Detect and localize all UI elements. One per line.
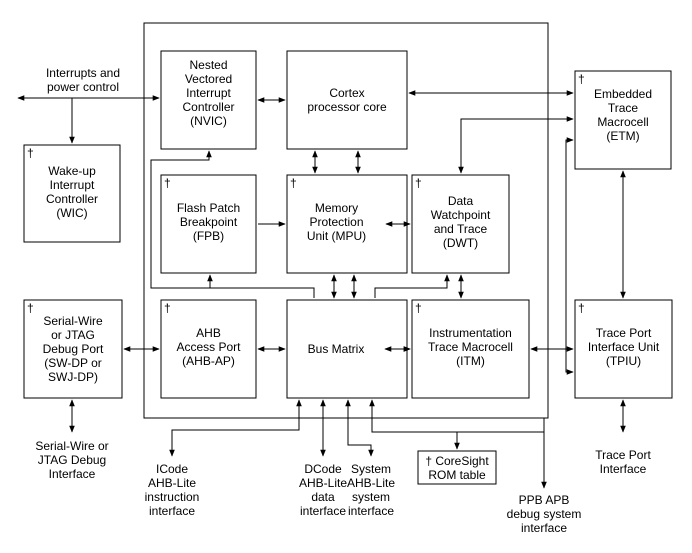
dwt-dagger: † bbox=[415, 176, 422, 190]
mpu-dagger: † bbox=[290, 176, 297, 190]
itm-box bbox=[411, 299, 530, 399]
fpb-box bbox=[160, 174, 257, 274]
swdp-box bbox=[23, 299, 123, 399]
rom-table-box bbox=[417, 450, 497, 485]
tpiu-dagger: † bbox=[578, 301, 585, 315]
dwt-etm-link bbox=[458, 116, 574, 174]
itm-dagger: † bbox=[415, 301, 422, 315]
bus-dwt-link bbox=[374, 274, 450, 298]
ahbap-box bbox=[160, 299, 257, 399]
etm-dagger: † bbox=[578, 72, 585, 86]
etm-box bbox=[574, 70, 672, 170]
etm-side-bus bbox=[565, 139, 574, 375]
icode-link bbox=[169, 399, 302, 457]
nvic-bus-link bbox=[150, 150, 315, 298]
core-box bbox=[286, 50, 408, 150]
busmatrix-label: Bus Matrix bbox=[307, 342, 365, 356]
fpb-dagger: † bbox=[164, 176, 171, 190]
tpiu-box bbox=[574, 299, 673, 399]
nvic-box bbox=[160, 50, 257, 150]
system-link bbox=[345, 399, 374, 457]
ahbap-dagger: † bbox=[164, 301, 171, 315]
dwt-box bbox=[411, 174, 510, 274]
swdp-dagger: † bbox=[27, 301, 34, 315]
wic-dagger: † bbox=[27, 146, 34, 160]
wic-box bbox=[23, 144, 121, 243]
